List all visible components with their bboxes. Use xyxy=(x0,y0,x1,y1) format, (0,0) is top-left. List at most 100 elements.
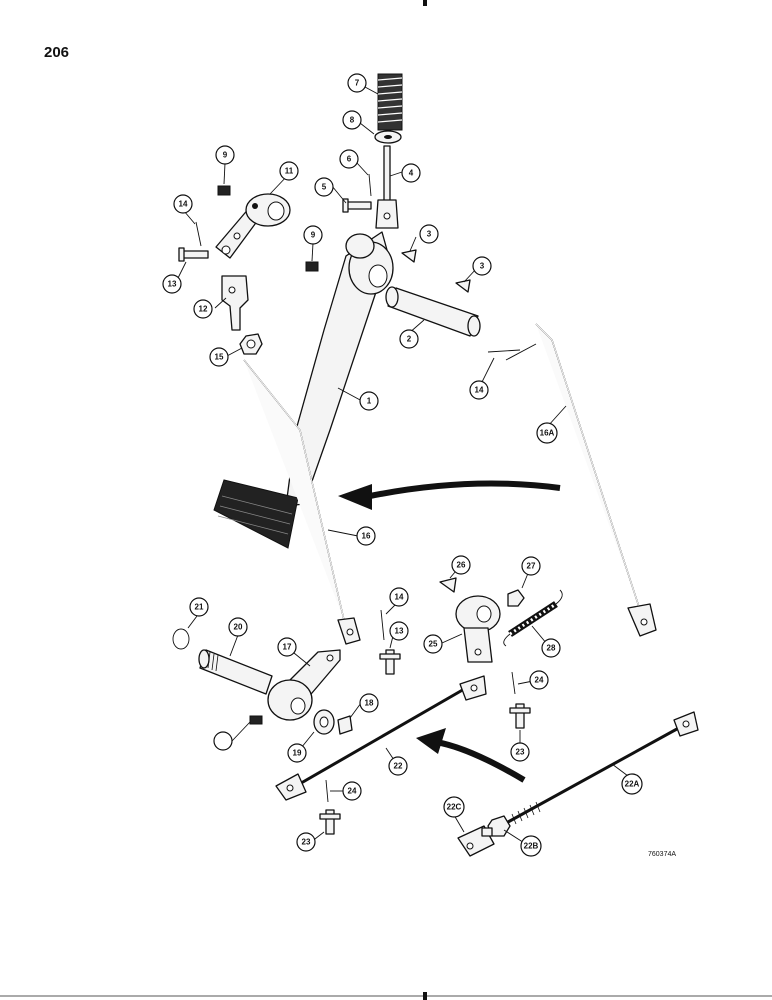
part-6-cotter-pin xyxy=(368,173,372,197)
part-10-set-screw xyxy=(249,715,263,725)
svg-text:22A: 22A xyxy=(625,780,640,789)
svg-text:22B: 22B xyxy=(524,842,539,851)
callout-16A: 16A xyxy=(536,422,558,444)
svg-text:17: 17 xyxy=(283,643,292,652)
svg-text:16: 16 xyxy=(362,532,371,541)
svg-text:19: 19 xyxy=(293,749,302,758)
svg-text:12: 12 xyxy=(199,305,208,314)
part-5-clevis-pin xyxy=(342,198,372,213)
part-22-rod xyxy=(275,675,487,801)
part-14-cotter-pin-lower xyxy=(380,609,385,641)
svg-text:6: 6 xyxy=(347,155,352,164)
part-27-bolt xyxy=(507,589,525,607)
leader-lines xyxy=(175,86,629,847)
callout-14-right: 14 xyxy=(469,380,489,400)
part-23-clevis-pin-lower xyxy=(319,809,341,835)
top-registration-mark xyxy=(423,0,427,6)
callout-24-lower: 24 xyxy=(342,781,362,801)
svg-text:28: 28 xyxy=(547,644,556,653)
page-number: 206 xyxy=(44,44,70,61)
svg-text:1: 1 xyxy=(367,397,372,406)
svg-text:25: 25 xyxy=(429,640,438,649)
part-14-cotter-pin-upper xyxy=(195,221,202,247)
callout-19: 19 xyxy=(287,743,307,763)
part-15-nut xyxy=(239,333,263,355)
callout-22: 22 xyxy=(388,756,408,776)
part-22B-jam-nut xyxy=(487,815,511,837)
callout-17: 17 xyxy=(277,637,297,657)
callout-25: 25 xyxy=(423,634,443,654)
part-17-lever xyxy=(267,649,341,721)
callout-8: 8 xyxy=(342,110,362,130)
callout-18: 18 xyxy=(359,693,379,713)
svg-text:16A: 16A xyxy=(540,429,555,438)
callout-22B: 22B xyxy=(520,835,542,857)
part-21-snap-ring xyxy=(172,628,190,650)
svg-text:5: 5 xyxy=(322,183,327,192)
callout-10 xyxy=(213,731,233,751)
part-18-clip xyxy=(337,715,353,735)
svg-text:13: 13 xyxy=(395,627,404,636)
callout-26: 26 xyxy=(451,555,471,575)
part-7-spring xyxy=(377,73,403,131)
part-26-key xyxy=(439,577,457,593)
svg-text:18: 18 xyxy=(365,699,374,708)
callout-16: 16 xyxy=(356,526,376,546)
svg-text:14: 14 xyxy=(179,200,188,209)
part-11-lever xyxy=(215,193,291,259)
callout-4: 4 xyxy=(401,163,421,183)
svg-text:23: 23 xyxy=(516,748,525,757)
callout-24-upper: 24 xyxy=(529,670,549,690)
part-9-set-screw-upper xyxy=(217,185,231,196)
part-9-set-screw-lower xyxy=(305,261,319,272)
callout-5: 5 xyxy=(314,177,334,197)
svg-text:9: 9 xyxy=(223,151,228,160)
callout-13-upper: 13 xyxy=(162,274,182,294)
part-16A-brake-rod xyxy=(535,323,657,637)
svg-text:2: 2 xyxy=(407,335,412,344)
part-28-return-spring xyxy=(503,589,563,647)
svg-text:15: 15 xyxy=(215,353,224,362)
svg-text:20: 20 xyxy=(234,623,243,632)
part-22C-clevis xyxy=(457,825,495,857)
part-20-shaft xyxy=(198,649,273,695)
callout-22A: 22A xyxy=(621,773,643,795)
callout-9-lower: 9 xyxy=(303,225,323,245)
svg-text:7: 7 xyxy=(355,79,360,88)
svg-text:22C: 22C xyxy=(447,803,462,812)
part-14-cotter-pins-right xyxy=(487,343,537,361)
svg-text:23: 23 xyxy=(302,838,311,847)
part-13-clevis-pin-upper xyxy=(178,247,209,262)
callout-20: 20 xyxy=(228,617,248,637)
svg-text:24: 24 xyxy=(348,787,357,796)
svg-text:27: 27 xyxy=(527,562,536,571)
svg-text:9: 9 xyxy=(311,231,316,240)
part-4-rod xyxy=(375,145,399,229)
svg-text:3: 3 xyxy=(480,262,485,271)
callout-7: 7 xyxy=(347,73,367,93)
svg-text:22: 22 xyxy=(394,762,403,771)
callout-9-upper: 9 xyxy=(215,145,235,165)
callout-13-lower: 13 xyxy=(389,621,409,641)
callout-6: 6 xyxy=(339,149,359,169)
part-13-clevis-pin-lower xyxy=(379,649,401,675)
part-3-key-left xyxy=(401,249,417,263)
callout-14-upper: 14 xyxy=(173,194,193,214)
svg-text:8: 8 xyxy=(350,116,355,125)
part-25-lever xyxy=(455,595,501,663)
callout-23-upper: 23 xyxy=(510,742,530,762)
svg-text:26: 26 xyxy=(457,561,466,570)
part-2-pivot-pin xyxy=(385,286,481,337)
part-23-clevis-pin-upper xyxy=(509,703,531,729)
svg-text:3: 3 xyxy=(427,230,432,239)
part-3-key-right xyxy=(455,279,471,293)
part-16-pedal-rod xyxy=(243,359,361,645)
callout-3-left: 3 xyxy=(419,224,439,244)
part-24-cotter-pin-upper xyxy=(511,671,516,695)
callout-11: 11 xyxy=(279,161,299,181)
callout-22C: 22C xyxy=(443,796,465,818)
svg-text:24: 24 xyxy=(535,676,544,685)
part-19-washer xyxy=(313,709,335,735)
